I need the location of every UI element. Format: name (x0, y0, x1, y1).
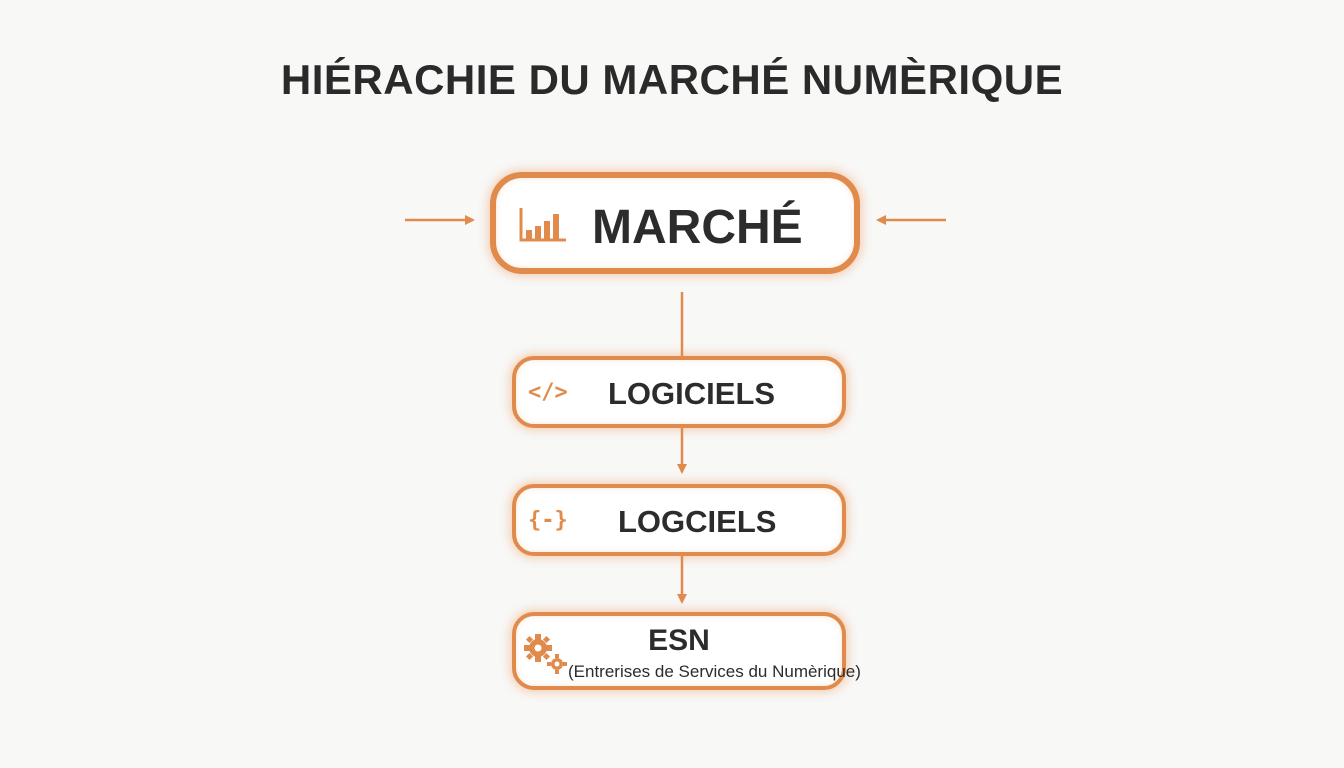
node-marche: MARCHÉ (490, 172, 860, 274)
gears-icon (524, 634, 567, 674)
node-esn: ESN (Entrerises de Services du Numèrique… (512, 612, 861, 690)
node-logciels: {-} LOGCIELS (512, 484, 846, 556)
node-logciels-label: LOGCIELS (618, 504, 777, 539)
node-marche-label: MARCHÉ (592, 201, 803, 254)
bar-chart-icon (519, 208, 566, 242)
node-esn-label: ESN (648, 624, 710, 657)
node-esn-sublabel: (Entrerises de Services du Numèrique) (568, 662, 861, 681)
curly-braces-icon: {-} (528, 508, 568, 533)
node-logiciels-label: LOGICIELS (608, 376, 776, 411)
code-tag-icon: </> (528, 380, 568, 405)
node-logiciels: </> LOGICIELS (512, 356, 846, 428)
diagram-title: HIÉRACHIE DU MARCHÉ NUMÈRIQUE (280, 56, 1064, 103)
